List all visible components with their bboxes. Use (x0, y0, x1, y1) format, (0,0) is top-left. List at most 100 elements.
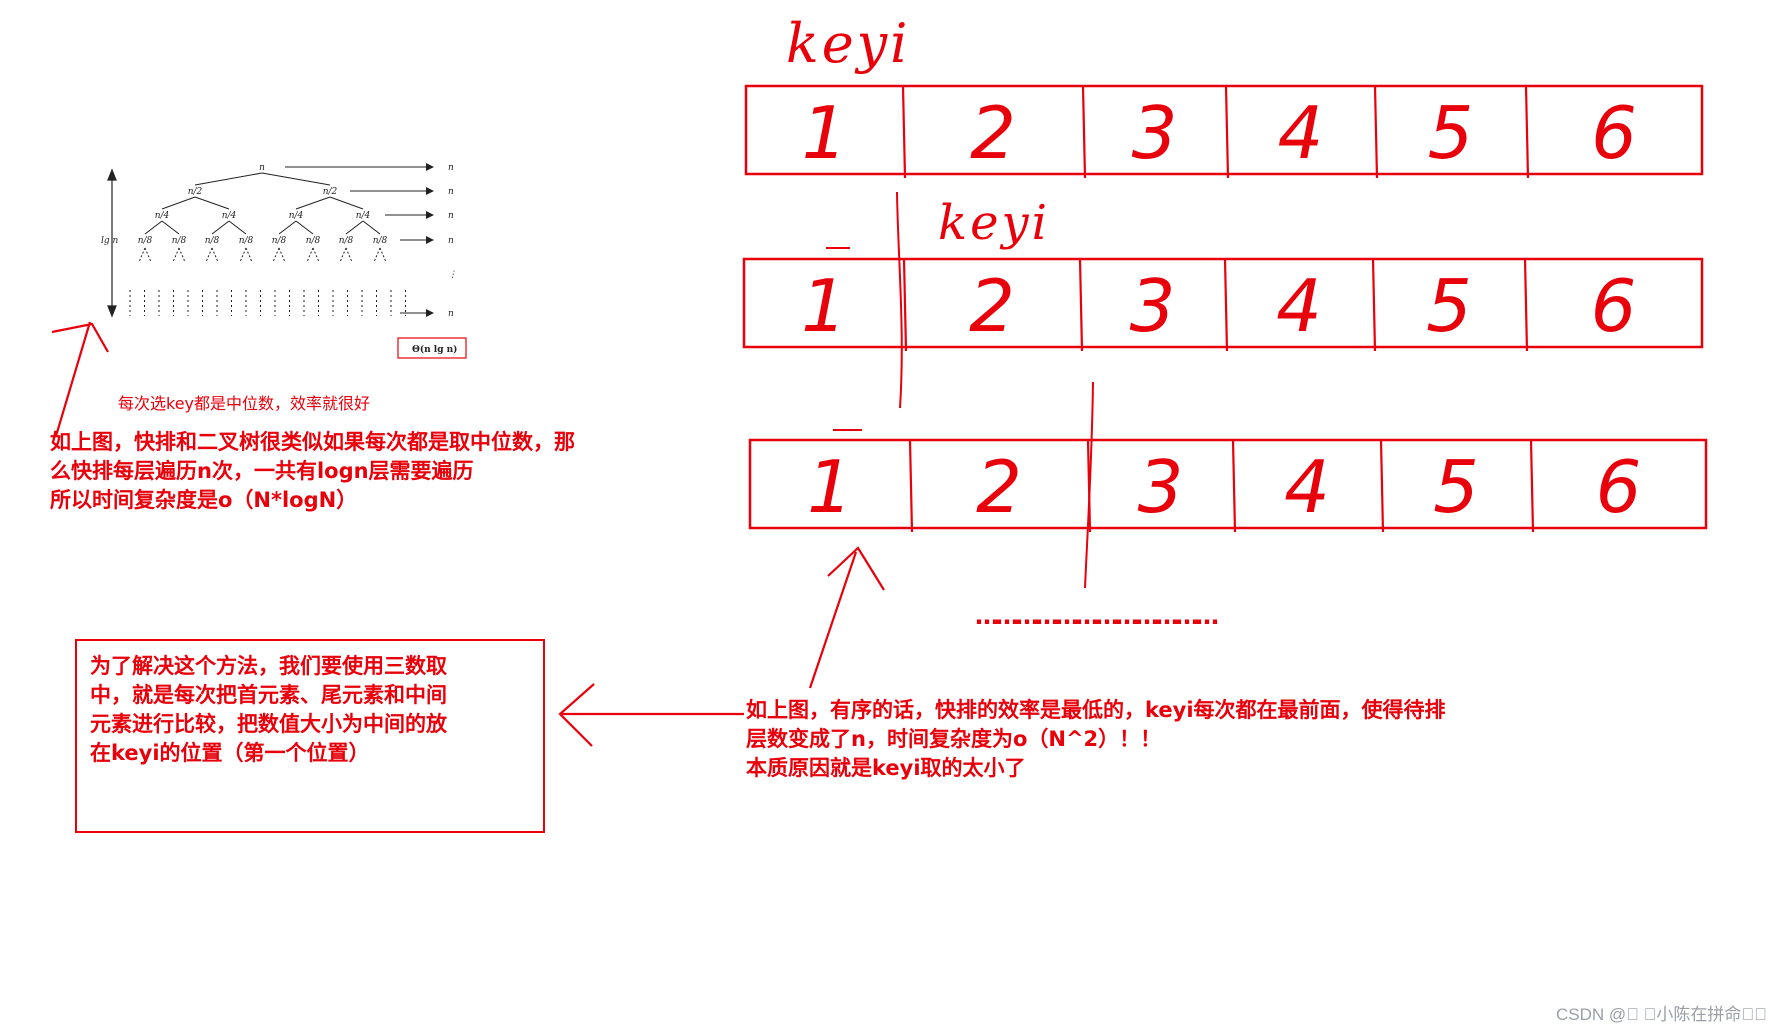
array-cell-divider (1523, 258, 1529, 352)
array-cell-value: 2 (976, 445, 1022, 529)
array-cell-value: 1 (807, 445, 853, 529)
array-cell-divider (908, 439, 914, 533)
array-3 (748, 438, 1708, 530)
array-2 (742, 257, 1704, 349)
tree-edge (194, 196, 230, 210)
keyi-markers (826, 191, 1094, 589)
tree-root: n (259, 163, 265, 173)
array-cell-value: 3 (1130, 264, 1176, 348)
height-arrow (107, 168, 117, 318)
array-cell-divider (902, 258, 908, 352)
array-cell-value: 3 (1132, 91, 1178, 175)
tree-edge (362, 220, 381, 235)
tree-edge (345, 220, 364, 235)
solution-box (75, 639, 545, 833)
array-cell-value: 4 (1278, 91, 1324, 175)
array-cell-divider (1078, 258, 1084, 352)
note-sorted: 如上图，有序的话，快排的效率是最低的，keyi每次都在最前面，使得待排 层数变成… (746, 698, 1446, 780)
note-solution: 为了解决这个方法，我们要使用三数取 中，就是每次把首元素、尾元素和中间 元素进行… (90, 654, 447, 765)
caption-median: 每次选key都是中位数，效率就很好 (118, 394, 371, 413)
array-cell-divider (1081, 85, 1087, 179)
row-total-label: n (448, 187, 454, 197)
row-total-label: n (448, 163, 454, 173)
tree-level2-node: n/4 (155, 211, 170, 221)
array-cell-value: 2 (969, 264, 1015, 348)
note-balanced: 如上图，快排和二叉树很类似如果每次都是取中位数，那 么快排每层遍历n次，一共有l… (50, 430, 575, 512)
complexity-box (397, 337, 467, 359)
array-cell-value: 1 (801, 264, 847, 348)
tree-level1-node: n/2 (188, 187, 203, 197)
arrow-to-tree (51, 321, 109, 437)
row-total-arrowhead (426, 309, 434, 317)
keyi-label-middle: keyi (938, 195, 1050, 251)
row-total-arrowhead (426, 211, 434, 219)
tree-edge (329, 196, 364, 210)
tree-edge-dashed (138, 247, 146, 263)
array-cell-value: 2 (970, 91, 1016, 175)
array-cell-divider (1373, 85, 1379, 179)
row-total-label: n (448, 309, 454, 319)
array-cell-divider (1379, 439, 1385, 533)
tree-edge (295, 196, 331, 210)
tree-level2-node: n/4 (356, 211, 371, 221)
array-cell-divider (1224, 85, 1230, 179)
tree-edge (211, 220, 230, 235)
tree-edge (161, 220, 180, 235)
array-cell-value: 5 (1426, 264, 1472, 348)
tree-edge-dashed (178, 247, 186, 263)
tree-level3-node: n/8 (339, 236, 354, 246)
row-total-dots: ⋮ (448, 270, 457, 280)
array-cell-value: 6 (1596, 445, 1642, 529)
array-cell-divider (1529, 439, 1535, 533)
tree-edge-dashed (239, 247, 247, 263)
tree-edge (194, 172, 263, 186)
tree-edge-dashed (278, 247, 286, 263)
array-cell-divider (1231, 439, 1237, 533)
array-cell-value: 5 (1433, 445, 1479, 529)
array-cell-value: 6 (1591, 91, 1637, 175)
csdn-watermark: CSDN @   小陈在拼命   (1556, 1005, 1767, 1024)
tree-level3-node: n/8 (138, 236, 153, 246)
tree-edge-dashed (379, 247, 387, 263)
tree-edge-dashed (312, 247, 320, 263)
array-cell-value: 4 (1276, 264, 1322, 348)
tree-edge (278, 220, 297, 235)
tree-level2-node: n/4 (222, 211, 237, 221)
tree-edge (228, 220, 247, 235)
array-cell-value: 4 (1284, 445, 1330, 529)
row-total-label: n (448, 236, 454, 246)
array-cell-divider (901, 85, 907, 179)
tree-edge-dashed (211, 247, 219, 263)
tree-edge (144, 220, 163, 235)
tree-edge-dashed (144, 247, 152, 263)
row-total-arrowhead (426, 163, 434, 171)
tree-edge-dashed (245, 247, 253, 263)
array-cell-value: 3 (1138, 445, 1184, 529)
tree-edge-dashed (339, 247, 347, 263)
array-1 (744, 84, 1704, 176)
array-cell-value: 6 (1591, 264, 1637, 348)
array-cell-divider (1371, 258, 1377, 352)
complexity-label: Θ(n lg n) (412, 344, 457, 355)
tree-level3-node: n/8 (172, 236, 187, 246)
tree-level3-node: n/8 (239, 236, 254, 246)
height-label: lg n (101, 236, 119, 246)
tree-level3-node: n/8 (205, 236, 220, 246)
keyi-label-top: keyi (786, 12, 911, 75)
array-cell-divider (1223, 258, 1229, 352)
tree-edge-dashed (345, 247, 353, 263)
tree-edge-dashed (373, 247, 381, 263)
tree-edge (161, 196, 196, 210)
array-cell-divider (1524, 85, 1530, 179)
tree-edge-dashed (306, 247, 314, 263)
tree-edge (295, 220, 314, 235)
tree-edge-dashed (272, 247, 280, 263)
arrow-to-solution (558, 683, 744, 747)
arrow-to-array (808, 546, 885, 689)
tree-level2-node: n/4 (289, 211, 304, 221)
tree-level3-node: n/8 (306, 236, 321, 246)
tree-level3-node: n/8 (272, 236, 287, 246)
